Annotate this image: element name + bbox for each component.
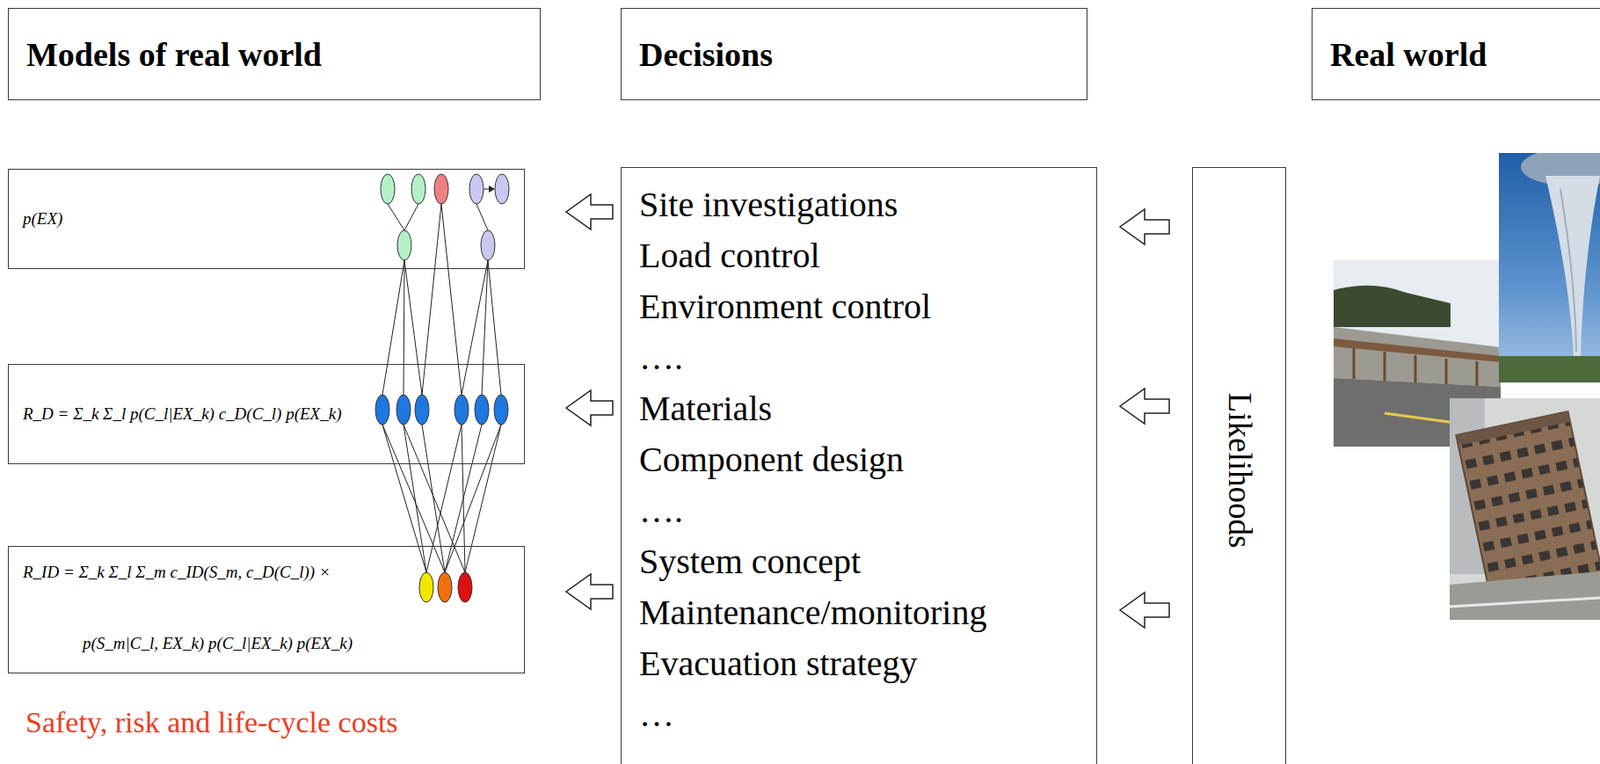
hollow-arrow (566, 194, 613, 230)
header-text: Real world (1330, 35, 1487, 74)
decision-item: … (639, 689, 1097, 741)
header-text: Models of real world (26, 35, 322, 74)
decision-item: Load control (639, 230, 1097, 282)
hollow-arrow (1120, 388, 1170, 424)
decision-item: Materials (639, 383, 1097, 435)
model-box: R_ID = Σ_k Σ_l Σ_m c_ID(S_m, c_D(C_l)) ×… (7, 545, 525, 674)
header-box: Real world (1311, 7, 1600, 101)
band-label: Likelihoods (1220, 392, 1259, 549)
bayesian-network (375, 174, 510, 603)
likelihood-band: Likelihoods (1192, 167, 1287, 764)
header-box: Decisions (620, 7, 1088, 101)
decision-list-box: Site investigationsLoad controlEnvironme… (620, 167, 1098, 764)
decision-item: Environment control (639, 281, 1097, 333)
hollow-arrow (566, 390, 613, 426)
tornado-photo (1498, 152, 1600, 383)
hollow-arrow (566, 574, 613, 610)
header-text: Decisions (639, 35, 773, 74)
decision-item: System concept (639, 536, 1097, 588)
decision-item: Maintenance/monitoring (639, 587, 1097, 639)
formula-text: R_ID = Σ_k Σ_l Σ_m c_ID(S_m, c_D(C_l)) × (22, 559, 524, 586)
model-box: p(EX) (7, 168, 525, 270)
decision-item: Evacuation strategy (639, 638, 1097, 690)
decision-item: Site investigations (639, 179, 1097, 231)
hollow-arrow (1120, 592, 1170, 628)
caption-note: Safety, risk and life-cycle costs (25, 705, 399, 740)
decision-item: Component design (639, 434, 1097, 486)
building-photo (1449, 398, 1600, 620)
model-box: R_D = Σ_k Σ_l p(C_l|EX_k) c_D(C_l) p(EX_… (7, 363, 525, 465)
formula-text: p(S_m|C_l, EX_k) p(C_l|EX_k) p(EX_k) (82, 630, 524, 657)
formula-text: R_D = Σ_k Σ_l p(C_l|EX_k) c_D(C_l) p(EX_… (22, 404, 524, 424)
decision-item: …. (639, 485, 1097, 537)
header-box: Models of real world (7, 7, 541, 101)
hollow-arrow (1120, 209, 1170, 245)
decision-item: …. (639, 332, 1097, 384)
formula-text: p(EX) (22, 209, 524, 229)
